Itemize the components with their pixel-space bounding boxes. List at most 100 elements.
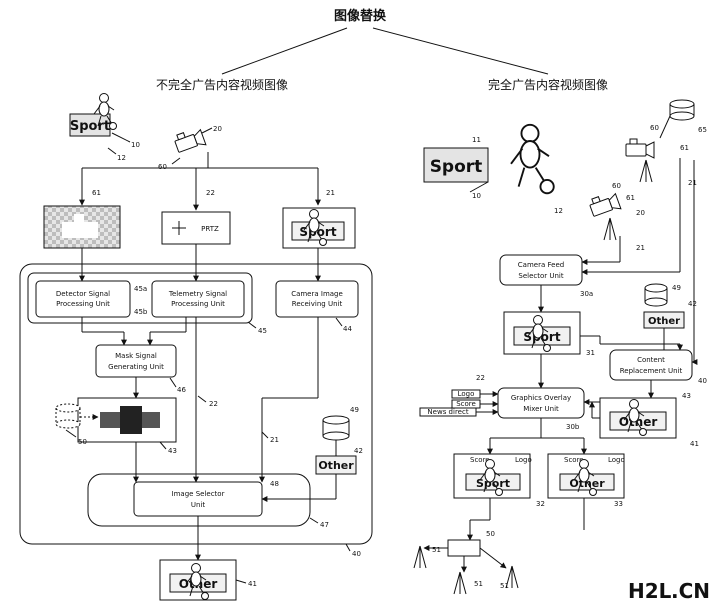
svg-text:45a: 45a bbox=[134, 285, 147, 293]
svg-text:Logo: Logo bbox=[458, 390, 475, 398]
svg-text:61: 61 bbox=[680, 144, 689, 152]
svg-text:43: 43 bbox=[682, 392, 691, 400]
database-icon-50 bbox=[55, 403, 81, 429]
content-replacement-unit bbox=[609, 349, 693, 381]
image-selector-unit bbox=[133, 481, 263, 517]
other-image-42: Other bbox=[315, 455, 357, 475]
svg-text:61: 61 bbox=[626, 194, 635, 202]
svg-text:44: 44 bbox=[343, 325, 352, 333]
svg-text:News direct: News direct bbox=[427, 408, 468, 416]
svg-text:30b: 30b bbox=[566, 423, 580, 431]
svg-text:21: 21 bbox=[326, 189, 335, 197]
svg-text:Other: Other bbox=[619, 415, 658, 429]
svg-text:Image Selector: Image Selector bbox=[172, 490, 225, 498]
site-watermark: H2L .CN bbox=[628, 579, 710, 603]
database-icon-49-right bbox=[644, 283, 668, 307]
sport-billboard-left: Sport bbox=[69, 93, 117, 137]
svg-text:Logo: Logo bbox=[515, 456, 532, 464]
database-icon-65 bbox=[669, 99, 695, 121]
svg-text:49: 49 bbox=[350, 406, 359, 414]
other-output-image-41: Other bbox=[159, 559, 237, 601]
svg-text:Replacement Unit: Replacement Unit bbox=[620, 367, 683, 375]
svg-text:60: 60 bbox=[612, 182, 621, 190]
svg-text:41: 41 bbox=[248, 580, 257, 588]
svg-text:Telemetry Signal: Telemetry Signal bbox=[168, 290, 227, 298]
svg-text:45: 45 bbox=[258, 327, 267, 335]
overlay-inputs-22: Logo Score News direct bbox=[419, 389, 481, 417]
svg-text:Mixer Unit: Mixer Unit bbox=[523, 405, 559, 413]
svg-text:40: 40 bbox=[352, 550, 361, 558]
sport-image-31: Sport bbox=[503, 311, 581, 355]
svg-text:Processing Unit: Processing Unit bbox=[56, 300, 110, 308]
svg-text:50: 50 bbox=[486, 530, 495, 538]
svg-text:51: 51 bbox=[500, 582, 509, 590]
svg-text:51: 51 bbox=[474, 580, 483, 588]
svg-text:20: 20 bbox=[213, 125, 222, 133]
svg-text:22: 22 bbox=[206, 189, 215, 197]
camera-icon-right-second bbox=[587, 190, 622, 219]
other-image-41-right: Other bbox=[599, 397, 677, 439]
broadcast-image-32: Score Logo Sport bbox=[453, 453, 532, 499]
svg-text:42: 42 bbox=[354, 447, 363, 455]
broadcast-image-33: Score Logo Other bbox=[547, 453, 625, 499]
svg-text:Mask Signal: Mask Signal bbox=[115, 352, 157, 360]
svg-text:H2L: H2L bbox=[628, 579, 672, 603]
svg-text:Score: Score bbox=[456, 400, 476, 408]
svg-text:Graphics Overlay: Graphics Overlay bbox=[511, 394, 571, 402]
svg-text:60: 60 bbox=[158, 163, 167, 171]
svg-text:42: 42 bbox=[688, 300, 697, 308]
svg-text:46: 46 bbox=[177, 386, 186, 394]
diagram-title: 图像替换 bbox=[334, 8, 387, 24]
right-heading: 完全广告内容视频图像 bbox=[488, 77, 608, 92]
svg-text:Camera Image: Camera Image bbox=[291, 290, 343, 298]
svg-text:41: 41 bbox=[690, 440, 699, 448]
svg-text:12: 12 bbox=[554, 207, 563, 215]
svg-text:22: 22 bbox=[476, 374, 485, 382]
svg-text:65: 65 bbox=[698, 126, 707, 134]
svg-text:40: 40 bbox=[698, 377, 707, 385]
svg-text:Score: Score bbox=[470, 456, 490, 464]
database-icon-49 bbox=[322, 415, 350, 441]
branch-line-left bbox=[221, 27, 348, 75]
svg-text:49: 49 bbox=[672, 284, 681, 292]
svg-text:Unit: Unit bbox=[191, 501, 206, 509]
svg-text:Receiving Unit: Receiving Unit bbox=[292, 300, 343, 308]
svg-text:60: 60 bbox=[650, 124, 659, 132]
svg-text:20: 20 bbox=[636, 209, 645, 217]
svg-text:47: 47 bbox=[320, 521, 329, 529]
svg-text:Other: Other bbox=[569, 477, 605, 490]
billboard-sport-text: Sport bbox=[70, 119, 110, 134]
svg-text:10: 10 bbox=[131, 141, 140, 149]
tower-icon-2 bbox=[453, 571, 467, 595]
camera-icon bbox=[172, 126, 207, 155]
svg-text:Selector Unit: Selector Unit bbox=[518, 272, 563, 280]
graphics-overlay-mixer-unit bbox=[497, 387, 585, 419]
svg-text:Logo: Logo bbox=[608, 456, 625, 464]
crosshair-icon bbox=[172, 221, 186, 235]
left-heading: 不完全广告内容视频图像 bbox=[156, 77, 288, 92]
svg-text:12: 12 bbox=[117, 154, 126, 162]
svg-text:33: 33 bbox=[614, 500, 623, 508]
svg-text:22: 22 bbox=[209, 400, 218, 408]
svg-text:61: 61 bbox=[92, 189, 101, 197]
branch-line-right bbox=[372, 27, 549, 75]
svg-text:Sport: Sport bbox=[523, 330, 560, 344]
svg-text:.CN: .CN bbox=[671, 579, 710, 603]
svg-text:Detector Signal: Detector Signal bbox=[56, 290, 110, 298]
svg-text:Processing Unit: Processing Unit bbox=[171, 300, 225, 308]
svg-text:Other: Other bbox=[648, 316, 680, 327]
svg-text:Content: Content bbox=[637, 356, 665, 364]
telemetry-signal-processing-unit bbox=[151, 280, 245, 318]
detector-mask-image bbox=[43, 205, 121, 249]
camera-image-receiving-unit bbox=[275, 280, 359, 318]
detector-signal-processing-unit bbox=[35, 280, 131, 318]
svg-text:11: 11 bbox=[472, 136, 481, 144]
svg-text:32: 32 bbox=[536, 500, 545, 508]
camera-icon-right-top bbox=[625, 138, 655, 159]
svg-text:45b: 45b bbox=[134, 308, 148, 316]
tower-icon-1 bbox=[413, 545, 427, 569]
svg-text:21: 21 bbox=[270, 436, 279, 444]
svg-text:Sport: Sport bbox=[430, 157, 483, 177]
svg-text:Sport: Sport bbox=[299, 225, 336, 239]
